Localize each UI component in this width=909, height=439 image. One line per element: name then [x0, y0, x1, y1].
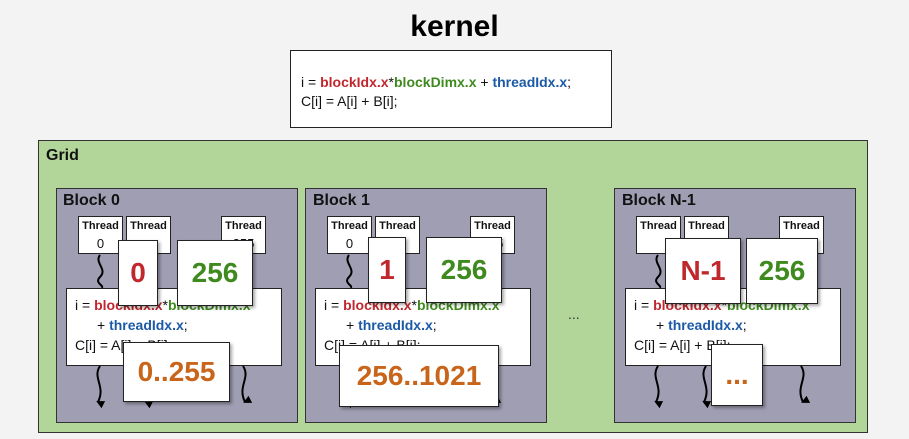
- index-range-callout: ...: [711, 344, 763, 406]
- thread-label: Thread: [640, 220, 677, 232]
- kernel-line-1: i = blockIdx.x*blockDimx.x + threadIdx.x…: [301, 73, 611, 92]
- code-plus: +: [97, 317, 110, 333]
- thread-box: Thread: [636, 216, 681, 254]
- code-plus: +: [346, 317, 359, 333]
- thread-label: Thread: [130, 220, 167, 232]
- kernel-text: i =: [301, 74, 321, 90]
- more-blocks-ellipsis: ...: [568, 306, 580, 322]
- code-star: *: [162, 297, 168, 313]
- thread-index: 0: [345, 236, 354, 251]
- kernel-blockidx: blockIdx.x: [320, 74, 389, 90]
- code-text: i =: [634, 297, 654, 313]
- thread-box: Thread 0: [327, 216, 372, 254]
- index-range-callout: 256..1021: [339, 345, 499, 407]
- code-threadidx: threadIdx.x: [668, 317, 743, 333]
- thread-box: Thread 0: [78, 216, 123, 254]
- kernel-blockdim: blockDimx.x: [394, 74, 477, 90]
- block-id-callout: N-1: [665, 238, 741, 304]
- code-threadidx: threadIdx.x: [109, 317, 184, 333]
- kernel-line-2: C[i] = A[i] + B[i];: [301, 93, 398, 109]
- diagram-title: kernel: [410, 10, 499, 43]
- thread-label: Thread: [688, 220, 725, 232]
- block-id-callout: 1: [368, 237, 406, 303]
- code-star: *: [721, 297, 727, 313]
- code-threadidx: threadIdx.x: [358, 317, 433, 333]
- code-text: i =: [75, 297, 95, 313]
- block-dim-callout: 256: [177, 240, 253, 306]
- code-star: *: [411, 297, 417, 313]
- kernel-threadidx: threadIdx.x: [492, 74, 568, 90]
- block-dim-callout: 256: [426, 237, 502, 303]
- code-semi: ;: [742, 317, 747, 333]
- index-range-callout: 0..255: [123, 342, 230, 402]
- block-dim-callout: 256: [746, 238, 818, 304]
- block-id-callout: 0: [118, 240, 158, 306]
- thread-index: 0: [96, 236, 105, 251]
- thread-label: Thread: [331, 220, 368, 232]
- thread-label: Thread: [379, 220, 416, 232]
- thread-label: Thread: [82, 220, 119, 232]
- thread-label: Thread: [783, 220, 820, 232]
- grid-label: Grid: [46, 147, 79, 164]
- block-label: Block 0: [63, 192, 120, 209]
- code-plus: +: [656, 317, 669, 333]
- code-semi: ;: [183, 317, 188, 333]
- code-semi: ;: [432, 317, 437, 333]
- kernel-star: *: [388, 74, 394, 90]
- code-assign: C[i] = A[i] + B[i];: [634, 337, 731, 353]
- block-label: Block N-1: [622, 192, 696, 209]
- thread-label: Thread: [225, 220, 262, 232]
- kernel-semi: ;: [567, 74, 572, 90]
- kernel-plus: +: [476, 74, 493, 90]
- thread-label: Thread: [474, 220, 511, 232]
- block-label: Block 1: [313, 192, 370, 209]
- code-text: i =: [324, 297, 344, 313]
- kernel-code-box: i = blockIdx.x*blockDimx.x + threadIdx.x…: [290, 50, 612, 128]
